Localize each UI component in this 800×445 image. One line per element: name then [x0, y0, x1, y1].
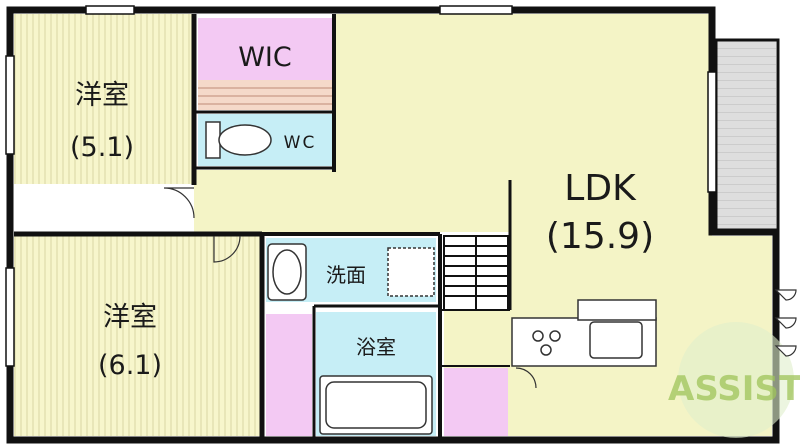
staircase [443, 235, 509, 311]
western-room-1-size: (5.1) [70, 132, 134, 163]
walls [6, 6, 780, 444]
balcony [716, 40, 776, 230]
window-marks [5, 5, 717, 367]
logo-text: ASSIST [668, 369, 800, 409]
washing-machine-icon [387, 247, 435, 297]
ldk-size: (15.9) [546, 216, 654, 257]
wash-basin-icon [267, 243, 307, 301]
side-door-marks [774, 289, 797, 357]
bathroom-name: 浴室 [356, 335, 396, 359]
bathtub-icon [319, 375, 433, 435]
walk-in-closet-name: WIC [238, 42, 292, 73]
western-room-2-name: 洋室 [103, 302, 157, 333]
toilet-fixture-icon [205, 121, 272, 159]
ldk-floor [334, 14, 772, 436]
closet-room-2 [266, 314, 312, 436]
western-room-2-size: (6.1) [98, 350, 162, 381]
closet-shelf [198, 80, 332, 110]
ldk-name: LDK [564, 168, 637, 209]
western-room-1-name: 洋室 [75, 80, 129, 111]
toilet-name: WC [284, 133, 317, 153]
western-room-1 [14, 14, 194, 184]
assist-logo: ASSIST [668, 322, 800, 438]
kitchen-counter [511, 299, 657, 367]
washroom-name: 洗面 [326, 263, 366, 287]
corridor [194, 170, 510, 232]
door-swings [163, 187, 537, 389]
closet-hall [444, 368, 508, 436]
walk-in-closet [198, 18, 332, 80]
western-room-2 [14, 236, 262, 436]
